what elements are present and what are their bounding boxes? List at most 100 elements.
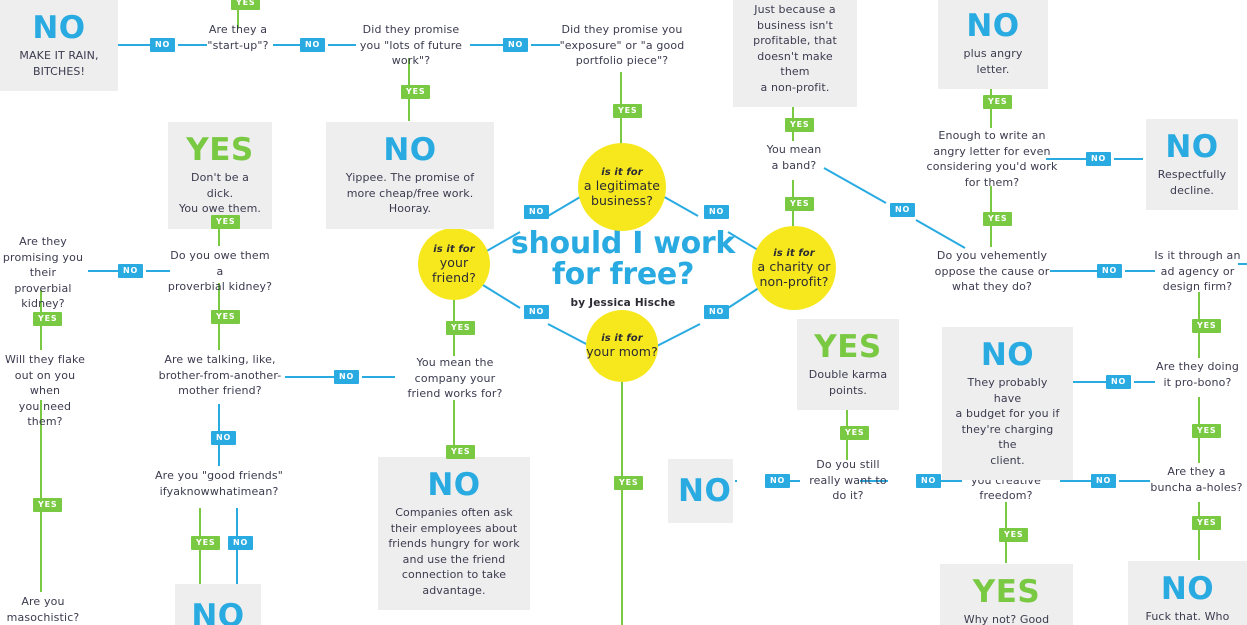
edge-badge-yes: YES <box>446 321 476 335</box>
edge-badge-yes: YES <box>999 528 1029 542</box>
panel-verdict: NO <box>678 473 732 509</box>
edge-badge-no: NO <box>503 38 529 52</box>
panel-why-not-good-karma: YES Why not? Goodkarma and all. <box>940 564 1073 625</box>
panel-verdict: YES <box>186 132 254 168</box>
panel-verdict: NO <box>1160 571 1215 607</box>
circle-body: your mom? <box>586 344 658 360</box>
decision-circle-your-friend[interactable]: is it for your friend? <box>418 228 490 300</box>
circle-prefix: is it for <box>601 167 643 178</box>
panel-verdict: NO <box>1165 129 1219 165</box>
edge-badge-yes: YES <box>191 536 221 550</box>
panel-verdict: NO <box>980 337 1035 373</box>
panel-detail: Don't be a dick.You owe them. <box>178 171 261 215</box>
edge-badge-yes: YES <box>33 498 63 512</box>
panel-detail: plus angry letter. <box>963 47 1023 76</box>
edge-badge-no: NO <box>211 431 237 445</box>
edge-badge-no: NO <box>890 203 916 217</box>
panel-verdict: NO <box>383 132 437 168</box>
panel-verdict: NO <box>427 467 481 503</box>
panel-detail: MAKE IT RAIN,BITCHES! <box>19 49 99 78</box>
panel-bare-no-good-friends: NO <box>175 584 261 625</box>
question-brother-from-another-mother[interactable]: Are we talking, like,brother-from-anothe… <box>158 353 282 397</box>
edge-badge-yes: YES <box>33 312 63 326</box>
panel-no-plus-angry-letter: NO plus angry letter. <box>938 0 1048 89</box>
edge-badge-yes: YES <box>1192 516 1222 530</box>
edge-badge-yes: YES <box>840 426 870 440</box>
edge-badge-no: NO <box>704 205 730 219</box>
question-startup[interactable]: Are they a"start-up"? <box>207 23 269 52</box>
panel-verdict: NO <box>966 8 1020 44</box>
edge-badge-no: NO <box>765 474 791 488</box>
edge-badge-no: NO <box>150 38 176 52</box>
edge-badge-no: NO <box>916 474 942 488</box>
edge-badge-yes: YES <box>1192 319 1222 333</box>
edge-badge-no: NO <box>300 38 326 52</box>
edge-badge-no: NO <box>524 205 550 219</box>
question-exposure-portfolio[interactable]: Did they promise you"exposure" or "a goo… <box>559 23 685 67</box>
headline-text: should I work for free? <box>510 226 736 292</box>
edge-badge-yes: YES <box>614 476 644 490</box>
edge-badge-yes: YES <box>211 215 241 229</box>
panel-detail: Why not? Goodkarma and all. <box>963 613 1050 625</box>
edge-badge-no: NO <box>228 536 254 550</box>
circle-prefix: is it for <box>601 333 643 345</box>
panel-dont-be-a-dick: YES Don't be a dick.You owe them. <box>168 122 272 229</box>
edge-badge-no: NO <box>524 305 550 319</box>
edge-badge-yes: YES <box>401 85 431 99</box>
edge-badge-yes: YES <box>785 197 815 211</box>
byline-text: by Jessica Hische <box>570 297 676 309</box>
panel-make-it-rain: NO MAKE IT RAIN,BITCHES! <box>0 0 118 91</box>
question-good-friends-ifyaknowwhatimean[interactable]: Are you "good friends"ifyaknowwhatimean? <box>154 469 284 498</box>
panel-fuck-that: NO Fuck that. Who wantsto work for free <box>1128 561 1247 625</box>
panel-verdict: YES <box>814 329 882 365</box>
circle-prefix: is it for <box>773 248 815 259</box>
edge-badge-yes: YES <box>983 212 1013 226</box>
panel-detail: Fuck that. Who wantsto work for free <box>1145 610 1230 623</box>
edge-badge-no: NO <box>1097 264 1123 278</box>
edge-badge-no: NO <box>1091 474 1117 488</box>
edge-badge-no: NO <box>118 264 144 278</box>
edge-badge-no: NO <box>1106 375 1132 389</box>
edge-badge-yes: YES <box>613 104 643 118</box>
edge-badge-no: NO <box>704 305 730 319</box>
panel-verdict: NO <box>191 598 245 625</box>
decision-circle-your-mom[interactable]: is it for your mom? <box>586 310 658 382</box>
edge-badge-yes: YES <box>983 95 1013 109</box>
panel-verdict: YES <box>972 574 1041 610</box>
edge-badge-no: NO <box>1086 152 1112 166</box>
edge-badge-yes: YES <box>231 0 261 10</box>
page-title: should I work for free? by Jessica Hisch… <box>508 228 738 309</box>
panel-bare-no-creative: NO <box>668 459 733 523</box>
edge-badge-yes: YES <box>785 118 815 132</box>
